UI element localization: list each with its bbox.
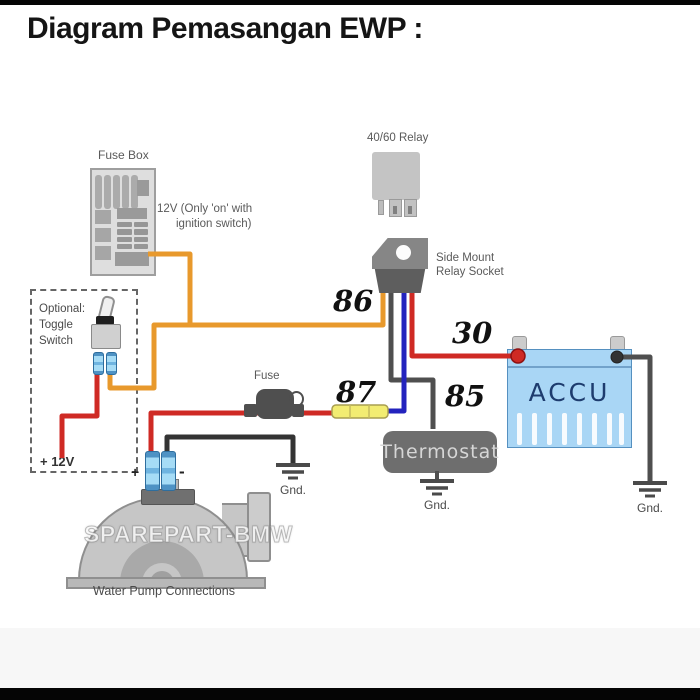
pump-base <box>66 577 266 589</box>
ground-symbol-pump <box>276 463 310 480</box>
relay-socket-base <box>374 269 426 293</box>
bottom-shade <box>0 628 700 688</box>
fuse-box-label: Fuse Box <box>98 148 149 162</box>
socket-label-line1: Side Mount <box>436 252 495 264</box>
fuse-cell <box>133 222 148 228</box>
battery-cell-slot <box>517 413 522 445</box>
battery-cell-slot <box>607 413 612 445</box>
fuse-box-square <box>95 210 111 224</box>
fuse-box-square <box>95 246 111 260</box>
optional-label-line2: Toggle <box>39 319 73 331</box>
fuse-cell <box>117 229 132 235</box>
inline-fuse-label: Fuse <box>254 370 280 382</box>
fuse-box-slot <box>95 175 102 209</box>
toggle-terminal-connector <box>93 352 104 375</box>
ground-label-battery: Gnd. <box>636 501 663 515</box>
fuse-holder-body <box>256 389 294 419</box>
fuse-box-square <box>137 180 149 196</box>
terminal-86-label: 86 <box>333 284 374 318</box>
relay-socket-hole <box>396 245 411 260</box>
fuse-box-square <box>95 228 111 242</box>
battery-cell-slot <box>547 413 552 445</box>
battery-cell-slot <box>592 413 597 445</box>
terminal-87-label: 87 <box>336 375 377 409</box>
optional-label-line3: Switch <box>39 335 73 347</box>
relay-pin <box>389 199 402 217</box>
toggle-switch-band <box>96 316 114 325</box>
fuse-box-slot <box>104 175 111 209</box>
relay-pin <box>378 200 384 215</box>
watermark-text: SPAREPART-BMW <box>84 521 293 548</box>
thermostat: Thermostat <box>380 431 500 473</box>
relay-label: 40/60 Relay <box>367 132 429 144</box>
battery-top-line <box>508 366 631 368</box>
pump-positive-mark: + <box>131 464 140 480</box>
pump-caption: Water Pump Connections <box>93 584 235 598</box>
pump-positive-connector <box>145 451 160 491</box>
fuse-box-bar <box>117 208 147 219</box>
bottom-bar <box>0 688 700 700</box>
terminal-30-label: 30 <box>452 316 493 350</box>
battery-cell-slot <box>577 413 582 445</box>
wire-relay-85-to-thermostat <box>388 286 436 429</box>
toggle-terminal-connector <box>106 352 117 375</box>
relay-pin <box>404 199 417 217</box>
battery-cell-slot <box>562 413 567 445</box>
ground-symbol-thermostat <box>420 479 454 496</box>
fuse-holder-bail <box>289 391 304 407</box>
fuse-box-bar <box>115 252 149 266</box>
wire-relay-87-to-fuse <box>388 286 407 414</box>
ignition-note-line1: 12V (Only 'on' with <box>157 203 253 215</box>
battery-cell-slot <box>532 413 537 445</box>
battery-label: ACCU <box>528 378 611 407</box>
pump-negative-connector <box>161 451 176 491</box>
pump-outlet-flange <box>247 492 271 562</box>
fuse-cell <box>117 243 132 249</box>
fuse-grid <box>117 222 148 249</box>
ground-label-pump: Gnd. <box>279 483 306 497</box>
fuse-cell <box>117 236 132 242</box>
relay-socket <box>372 238 428 293</box>
relay-body <box>372 152 420 200</box>
terminal-85-label: 85 <box>445 379 486 413</box>
fuse-cell <box>133 243 148 249</box>
fuse-cell <box>133 236 148 242</box>
battery-cell-slot <box>619 413 624 445</box>
fuse-box <box>90 168 156 276</box>
wire-fuse-to-pump-positive <box>148 410 333 456</box>
thermostat-label: Thermostat <box>380 441 500 463</box>
fuse-box-slot <box>113 175 120 209</box>
ground-symbol-battery <box>633 481 667 498</box>
fuse-cell <box>133 229 148 235</box>
battery: ACCU <box>507 349 632 448</box>
optional-label-line1: Optional: <box>39 303 86 315</box>
page-title: Diagram Pemasangan EWP : <box>27 12 423 45</box>
ground-label-thermostat: Gnd. <box>423 498 450 512</box>
pump-terminal-block <box>141 489 195 505</box>
pump-negative-mark: - <box>179 462 185 481</box>
wire-pump-negative-to-ground <box>164 434 296 463</box>
toggle-switch-body <box>91 324 121 349</box>
ignition-note-line2: ignition switch) <box>176 218 252 230</box>
socket-label-line2: Relay Socket <box>436 266 504 278</box>
top-bar <box>0 0 700 5</box>
fuse-box-slot <box>131 175 138 209</box>
fuse-box-slot <box>122 175 129 209</box>
fuse-cell <box>117 222 132 228</box>
optional-switch-box: Optional: Toggle Switch <box>30 289 138 473</box>
